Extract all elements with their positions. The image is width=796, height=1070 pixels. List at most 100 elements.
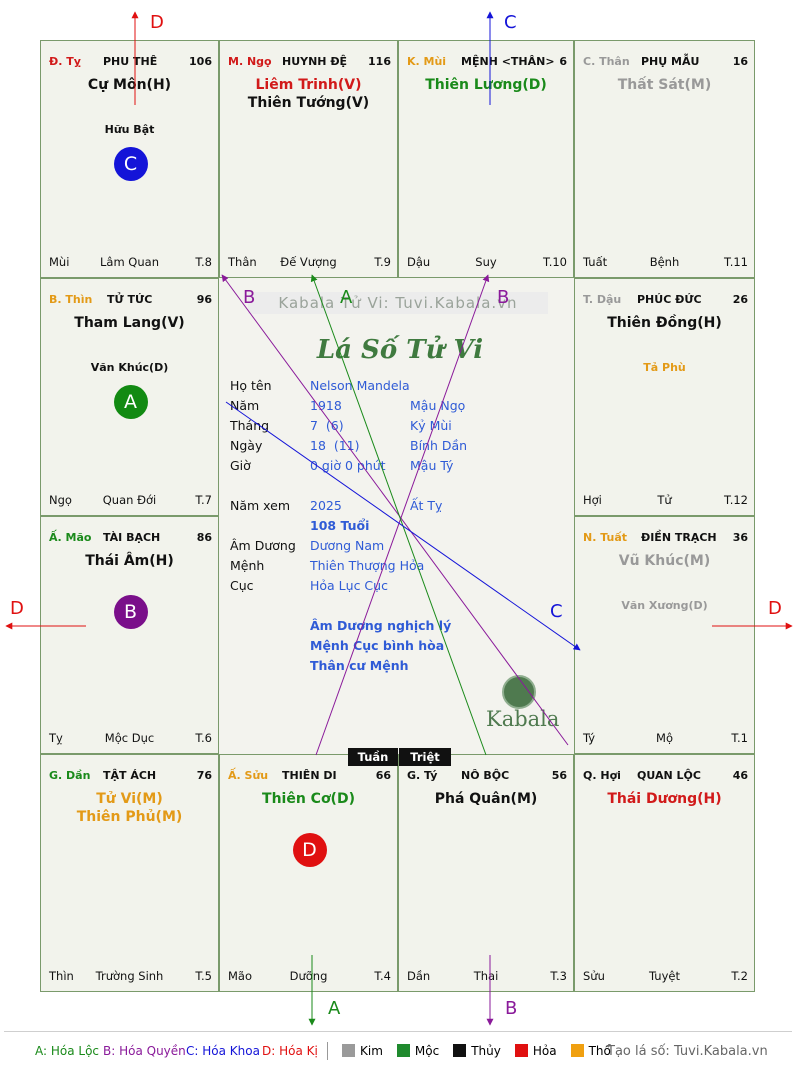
palace-name: TÀI BẠCH bbox=[103, 531, 161, 544]
value-age: 108 Tuổi bbox=[310, 518, 370, 533]
palace-bottom-center: Quan Đới bbox=[102, 493, 157, 507]
legend-element: Mộc bbox=[396, 1044, 440, 1058]
label-cuc: Cục bbox=[230, 578, 254, 593]
palace-bottom-right: T.4 bbox=[374, 969, 391, 983]
legend-element: Kim bbox=[342, 1044, 383, 1058]
palace-bottom-right: T.10 bbox=[543, 255, 567, 269]
palace-bottom-right: T.2 bbox=[731, 969, 748, 983]
element-label: Thổ bbox=[588, 1044, 611, 1058]
palace-name: THIÊN DI bbox=[282, 769, 337, 782]
label-view-year: Năm xem bbox=[230, 498, 291, 513]
value-hour-can: Mậu Tý bbox=[410, 458, 454, 473]
palace-number: 26 bbox=[732, 293, 748, 306]
palace-stem: Ấ. Sửu bbox=[228, 769, 269, 782]
palace-number: 46 bbox=[732, 769, 748, 782]
legend-elements: Kim Mộc Thủy Hỏa Thổ bbox=[342, 1044, 625, 1058]
palace-bottom-right: T.12 bbox=[724, 493, 748, 507]
palace-bottom-center: Mộ bbox=[656, 731, 673, 745]
legend-element: Thủy bbox=[453, 1044, 501, 1058]
legend-hoa-ki: D: Hóa Kị bbox=[262, 1044, 318, 1058]
palace-bottom-center: Lâm Quan bbox=[100, 255, 159, 269]
value-name: Nelson Mandela bbox=[310, 378, 410, 393]
label-hour: Giờ bbox=[230, 458, 251, 473]
value-cuc: Hỏa Lục Cục bbox=[310, 578, 388, 593]
palace-name: QUAN LỘC bbox=[637, 769, 701, 782]
element-label: Kim bbox=[360, 1044, 383, 1058]
value-hour: 0 giờ 0 phút bbox=[310, 458, 386, 473]
palace-stem: T. Dậu bbox=[583, 293, 622, 306]
main-star: Thiên Lương(D) bbox=[425, 77, 547, 93]
marker-right-d: D bbox=[768, 598, 782, 619]
palace-bottom-left: Dần bbox=[407, 969, 431, 983]
legend-element: Thổ bbox=[570, 1044, 611, 1058]
palace-number: 96 bbox=[196, 293, 212, 306]
palace-number: 6 bbox=[559, 55, 567, 68]
element-label: Hỏa bbox=[532, 1044, 557, 1058]
palace-bottom-center: Mộc Dục bbox=[104, 731, 155, 745]
label-name: Họ tên bbox=[230, 378, 272, 393]
element-label: Mộc bbox=[414, 1044, 440, 1058]
palace-number: 116 bbox=[368, 55, 391, 68]
value-day-can: Bính Dần bbox=[410, 438, 468, 453]
main-star: Cự Môn(H) bbox=[87, 77, 172, 93]
value-year-can: Mậu Ngọ bbox=[410, 398, 466, 413]
palace-bottom-left: Tuất bbox=[583, 255, 608, 269]
palace-bottom-right: T.3 bbox=[550, 969, 567, 983]
palace-bottom-left: Mão bbox=[228, 969, 253, 983]
palace-bottom-left: Sửu bbox=[583, 969, 605, 983]
palace-name: MỆNH <THÂN> bbox=[461, 55, 555, 68]
marker-inner-a: A bbox=[340, 287, 353, 308]
palace-bottom-right: T.8 bbox=[195, 255, 212, 269]
palace-bottom-left: Mùi bbox=[49, 255, 70, 269]
transformation-badge: D bbox=[292, 833, 327, 867]
marker-inner-b2: B bbox=[497, 287, 510, 308]
palace-bottom-center: Suy bbox=[475, 255, 497, 269]
marker-top-c: C bbox=[504, 12, 517, 33]
transformation-badge: A bbox=[113, 385, 148, 419]
element-label: Thủy bbox=[471, 1044, 501, 1058]
marker-top-d: D bbox=[150, 12, 164, 33]
palace-bottom-right: T.6 bbox=[195, 731, 212, 745]
marker-bottom-b: B bbox=[505, 998, 518, 1019]
legend-hoa-khoa: C: Hóa Khoa bbox=[186, 1044, 260, 1058]
marker-inner-c: C bbox=[550, 601, 563, 622]
minor-star: Tả Phù bbox=[643, 361, 686, 374]
marker-inner-b1: B bbox=[243, 287, 256, 308]
palace-bottom-left: Tý bbox=[583, 731, 596, 745]
palace-bottom-center: Bệnh bbox=[649, 255, 680, 269]
palace-bottom-left: Hợi bbox=[583, 493, 602, 507]
note-3: Thân cư Mệnh bbox=[310, 658, 409, 673]
main-star: Phá Quân(M) bbox=[434, 791, 538, 807]
main-star: Tham Lang(V) bbox=[74, 315, 185, 331]
label-menh: Mệnh bbox=[230, 558, 265, 573]
palace-bottom-center: Đế Vượng bbox=[280, 255, 337, 269]
palace-name: NÔ BỘC bbox=[461, 769, 510, 782]
palace-bottom-center: Tử bbox=[657, 493, 672, 507]
palace-stem: Q. Hợi bbox=[583, 769, 621, 782]
palace-number: 16 bbox=[732, 55, 748, 68]
main-star: Thái Âm(H) bbox=[85, 553, 174, 569]
palace-bottom-center: Tuyệt bbox=[649, 969, 680, 983]
element-swatch bbox=[514, 1044, 528, 1057]
palace-bottom-center: Trường Sinh bbox=[95, 969, 164, 983]
main-star: Thất Sát(M) bbox=[617, 77, 712, 93]
element-swatch bbox=[570, 1044, 584, 1057]
minor-star: Văn Xương(D) bbox=[621, 599, 708, 612]
palace-stem: Ấ. Mão bbox=[49, 531, 92, 544]
minor-star: Hữu Bật bbox=[104, 123, 155, 136]
value-view-year-can: Ất Tỵ bbox=[410, 498, 443, 513]
transformation-badge: B bbox=[113, 595, 148, 629]
palace-stem: G. Dần bbox=[49, 769, 91, 782]
value-month-can: Kỷ Mùi bbox=[410, 418, 452, 433]
palace-bottom-center: Thai bbox=[473, 969, 499, 983]
palace-name: TẬT ÁCH bbox=[103, 769, 157, 782]
palace-bottom-right: T.1 bbox=[731, 731, 748, 745]
palace-stem: C. Thân bbox=[583, 55, 630, 68]
legend-hoa-quyen: B: Hóa Quyền bbox=[103, 1044, 186, 1058]
label-day: Ngày bbox=[230, 438, 263, 453]
palace-bottom-right: T.11 bbox=[724, 255, 748, 269]
